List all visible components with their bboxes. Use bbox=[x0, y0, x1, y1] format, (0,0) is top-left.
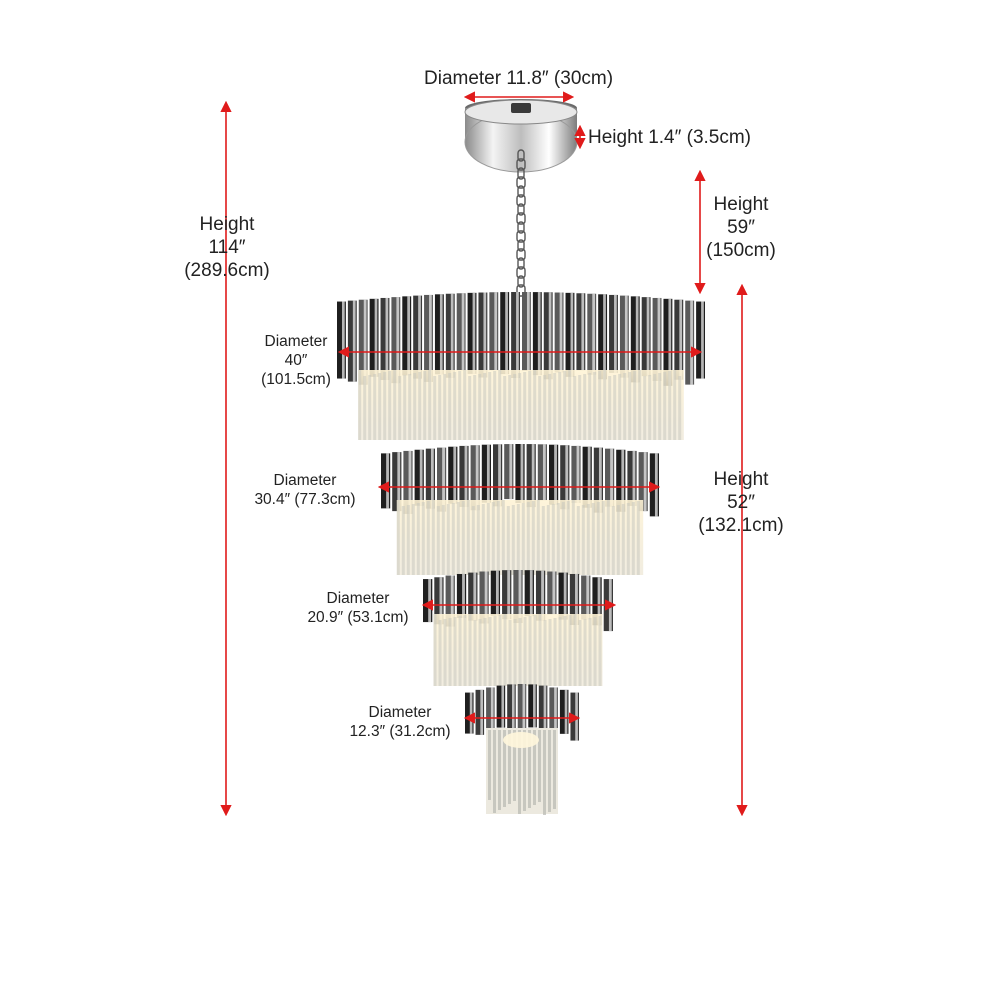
tier2-diameter-value: 30.4″ (77.3cm) bbox=[254, 490, 356, 508]
tier3-diameter-value: 20.9″ (53.1cm) bbox=[307, 608, 409, 626]
tier1-diameter-cm: (101.5cm) bbox=[261, 370, 331, 388]
chain-height-title: Height bbox=[713, 194, 769, 215]
canopy-diameter-label: Diameter 11.8″ (30cm) bbox=[424, 68, 614, 89]
body-height-cm: (132.1cm) bbox=[698, 515, 784, 537]
tier-3 bbox=[423, 570, 613, 686]
body-height-title: Height bbox=[713, 469, 769, 490]
tier-1 bbox=[337, 292, 705, 440]
tier1-diameter-title: Diameter bbox=[264, 333, 328, 350]
tier4-diameter-label: Diameter 12.3″ (31.2cm) bbox=[334, 704, 466, 742]
chain-height-inches: 59″ bbox=[727, 217, 755, 239]
ceiling-canopy bbox=[464, 99, 578, 173]
tier3-diameter-title: Diameter bbox=[326, 590, 390, 607]
overall-height-title: Height bbox=[199, 214, 255, 235]
canopy-height-label: Height 1.4″ (3.5cm) bbox=[588, 127, 752, 148]
tier4-diameter-value: 12.3″ (31.2cm) bbox=[349, 722, 451, 740]
dimension-lines bbox=[220, 91, 748, 817]
tier3-diameter-label: Diameter 20.9″ (53.1cm) bbox=[292, 590, 424, 628]
overall-height-cm: (289.6cm) bbox=[184, 260, 270, 282]
overall-height-label: Height 114″ (289.6cm) bbox=[176, 213, 278, 283]
tier4-diameter-title: Diameter bbox=[368, 704, 432, 721]
chain-height-cm: (150cm) bbox=[706, 240, 776, 262]
overall-height-inches: 114″ bbox=[208, 237, 246, 259]
body-height-label: Height 52″ (132.1cm) bbox=[692, 468, 790, 538]
tier1-diameter-label: Diameter 40″ (101.5cm) bbox=[248, 333, 344, 390]
body-height-inches: 52″ bbox=[727, 492, 755, 514]
bottom-crystal-column bbox=[486, 728, 558, 815]
tier1-diameter-inches: 40″ bbox=[284, 351, 308, 369]
tier-2 bbox=[381, 444, 659, 575]
tier2-diameter-label: Diameter 30.4″ (77.3cm) bbox=[240, 472, 370, 510]
tier2-diameter-title: Diameter bbox=[273, 472, 337, 489]
chain-height-label: Height 59″ (150cm) bbox=[692, 193, 790, 263]
hanging-chain bbox=[516, 149, 526, 297]
